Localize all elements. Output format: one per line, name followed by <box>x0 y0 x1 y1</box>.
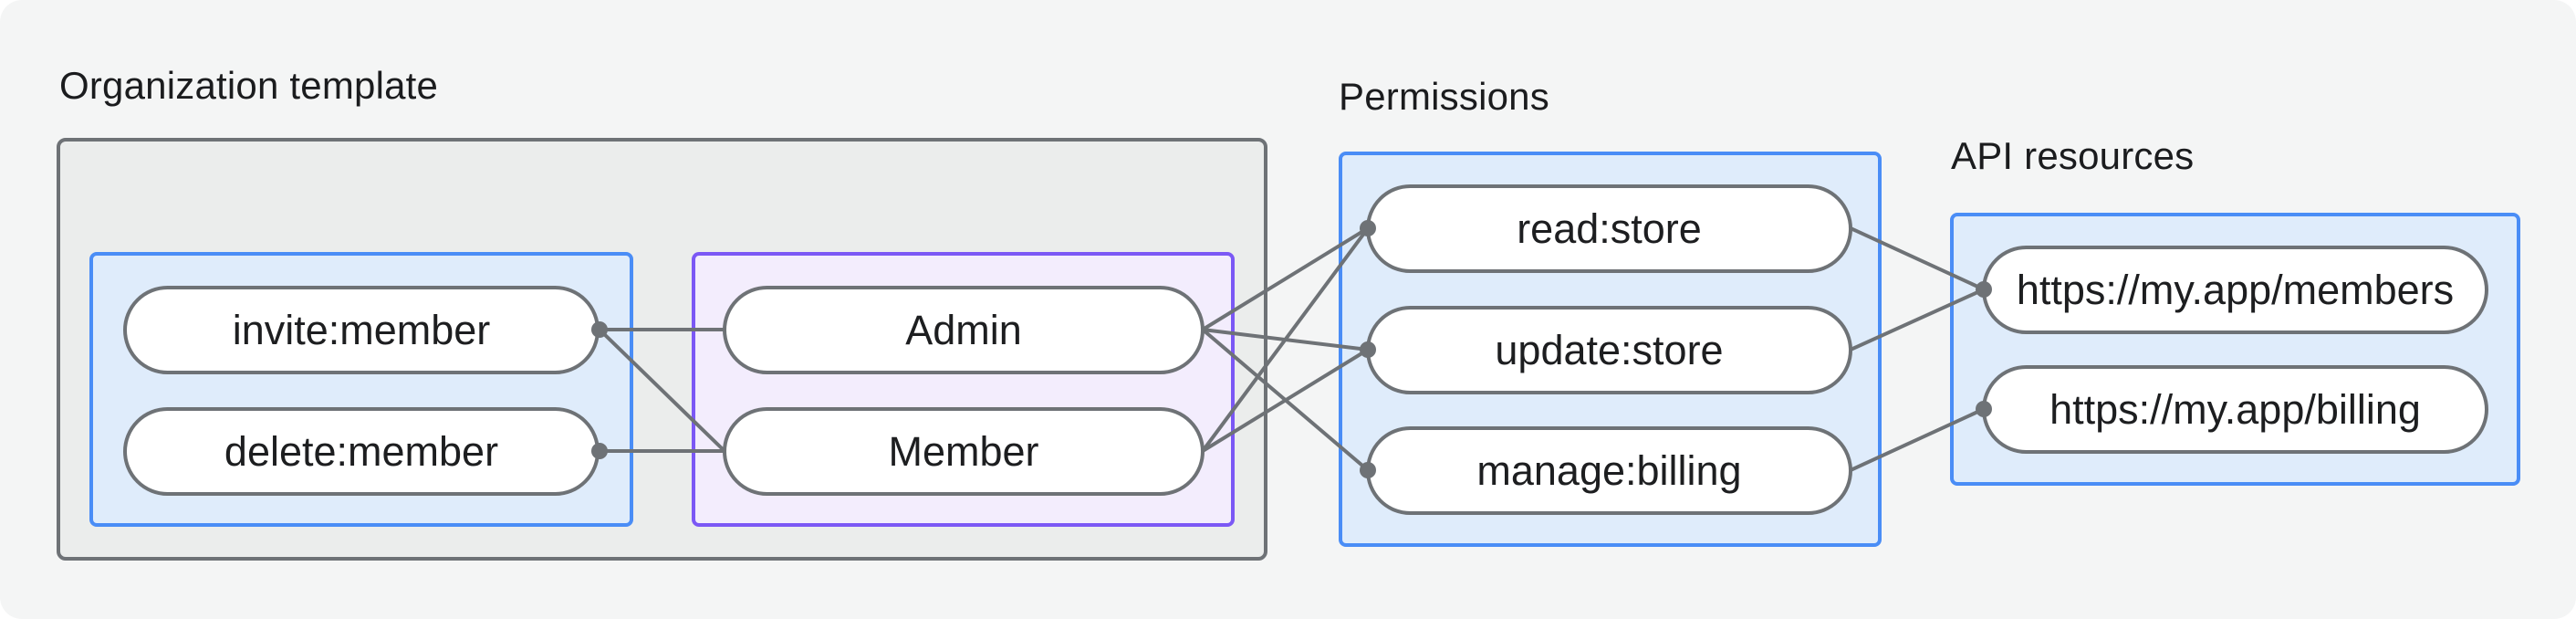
node-member-role: Member <box>723 407 1205 496</box>
node-api-members-url: https://my.app/members <box>1982 246 2488 334</box>
api-resources-label: API resources <box>1951 134 2195 177</box>
node-admin-role: Admin <box>723 286 1205 374</box>
node-api-billing-url: https://my.app/billing <box>1982 365 2488 454</box>
permissions-label: Permissions <box>1339 75 1549 118</box>
organization-template-label: Organization template <box>59 64 439 107</box>
node-invite-member: invite:member <box>123 286 600 374</box>
node-update-store: update:store <box>1366 306 1852 394</box>
node-read-store: read:store <box>1366 184 1852 273</box>
node-manage-billing: manage:billing <box>1366 426 1852 515</box>
node-delete-member: delete:member <box>123 407 600 496</box>
